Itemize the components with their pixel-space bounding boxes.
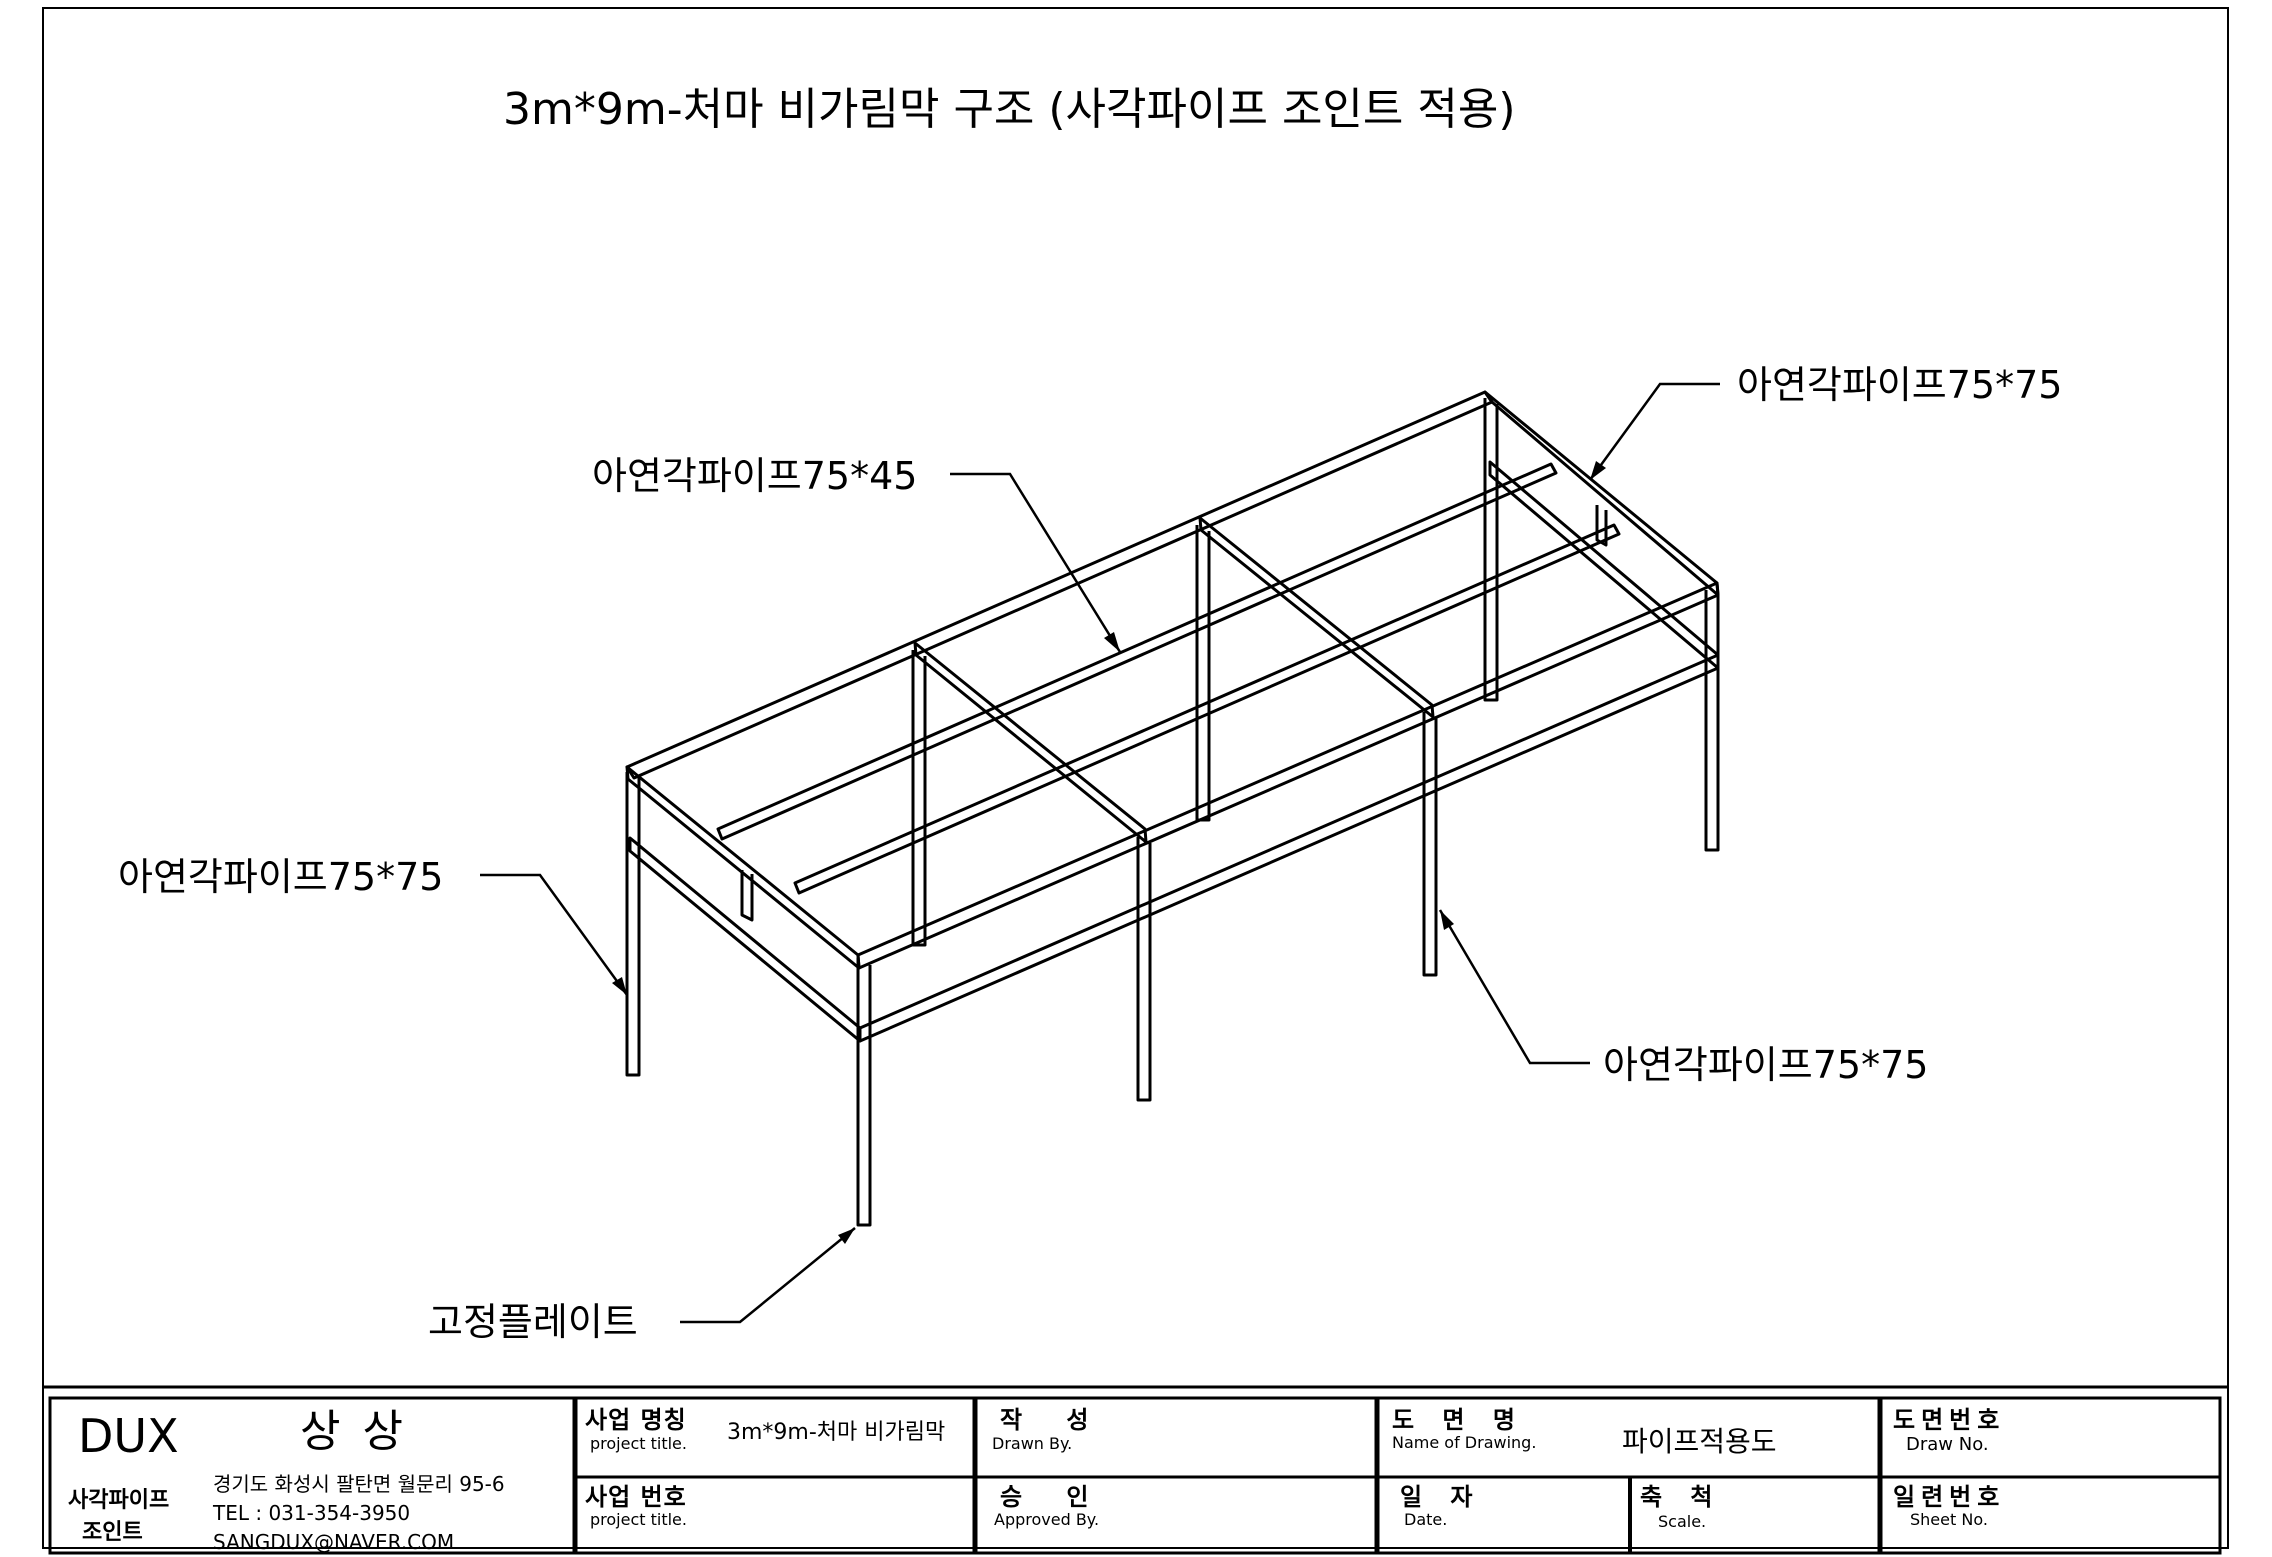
arrow-left-post — [612, 977, 627, 995]
arrow-top-beam — [1104, 632, 1120, 652]
approved-by-label-en: Approved By. — [994, 1510, 1100, 1529]
callout-arrowheads — [612, 461, 1606, 1244]
pipe-rafter-left — [625, 765, 861, 970]
post-front-left — [856, 958, 872, 1227]
drawing-name-value: 파이프적용도 — [1622, 1425, 1777, 1458]
project-name-label: 사업 명칭 — [585, 1406, 687, 1434]
brand-logo: DUX — [78, 1409, 179, 1463]
callout-leaders — [480, 382, 1720, 1324]
post-back-2 — [911, 650, 927, 947]
arrow-right-post — [1440, 910, 1454, 930]
post-right-back — [1483, 398, 1499, 702]
callout-left-post: 아연각파이프75*75 — [118, 855, 444, 899]
arrow-right-top — [1590, 461, 1606, 480]
post-front-middle — [1136, 837, 1152, 1102]
drawing-name-label-en: Name of Drawing. — [1392, 1433, 1537, 1452]
callout-right-post: 아연각파이프75*75 — [1603, 1043, 1929, 1087]
post-front-right — [1422, 712, 1438, 977]
draw-no-label-en: Draw No. — [1906, 1434, 1989, 1455]
pipe-structure — [625, 390, 1720, 1227]
sheet-no-label-en: Sheet No. — [1910, 1510, 1988, 1529]
company-tel: TEL : 031-354-3950 — [213, 1501, 411, 1525]
pipe-rafter-3 — [1198, 516, 1435, 719]
leader-left-post — [480, 873, 629, 996]
date-label: 일 자 — [1400, 1483, 1483, 1511]
post-right-front — [1704, 590, 1720, 852]
company-email: SANGDUX@NAVER.COM — [213, 1530, 455, 1554]
callout-top-beam: 아연각파이프75*45 — [592, 454, 918, 498]
sheet-no-label: 일련번호 — [1893, 1483, 2006, 1511]
pipe-right-end-insert — [1595, 505, 1608, 547]
arrow-base-plate — [838, 1228, 855, 1244]
pipe-front-rail — [856, 581, 1720, 970]
pipe-rafter-2 — [913, 641, 1148, 844]
company-address: 경기도 화성시 팔탄면 월문리 95-6 — [213, 1472, 505, 1496]
pipe-purlin-1 — [716, 462, 1558, 841]
drawn-by-label-en: Drawn By. — [992, 1434, 1073, 1453]
pipe-left-end-insert — [740, 870, 754, 922]
pipe-lower-left-brace — [628, 836, 862, 1043]
leader-right-top — [1588, 382, 1720, 481]
leader-base-plate — [680, 1227, 856, 1324]
title-block-grid — [48, 1396, 2222, 1555]
post-back-3 — [1195, 525, 1211, 822]
pipe-back-rail — [625, 390, 1494, 780]
scale-label: 축 척 — [1640, 1483, 1723, 1511]
pipe-purlin-2 — [793, 523, 1621, 895]
project-no-label: 사업 번호 — [585, 1483, 687, 1511]
leader-right-post — [1438, 909, 1590, 1065]
scale-label-en: Scale. — [1658, 1512, 1707, 1531]
draw-no-label: 도면번호 — [1893, 1406, 2006, 1434]
drawing-name-label: 도 면 명 — [1392, 1406, 1525, 1434]
post-left-back — [625, 772, 641, 1077]
date-label-en: Date. — [1404, 1510, 1448, 1529]
callout-right-top: 아연각파이프75*75 — [1737, 363, 2063, 407]
sheet-border — [42, 7, 2229, 1549]
approved-by-label: 승 인 — [1000, 1483, 1107, 1511]
project-name-value: 3m*9m-처마 비가림막 — [727, 1420, 946, 1445]
drawn-by-label: 작 성 — [1000, 1406, 1107, 1434]
product-line-1: 사각파이프 — [68, 1488, 170, 1513]
project-name-label-en: project title. — [590, 1434, 687, 1453]
leader-top-beam — [950, 472, 1122, 653]
callout-base-plate: 고정플레이트 — [428, 1300, 638, 1344]
company-name: 상 상 — [300, 1406, 407, 1457]
product-line-2: 조인트 — [82, 1520, 143, 1545]
project-no-label-en: project title. — [590, 1510, 687, 1529]
drawing-title: 3m*9m-처마 비가림막 구조 (사각파이프 조인트 적용) — [503, 84, 1516, 135]
